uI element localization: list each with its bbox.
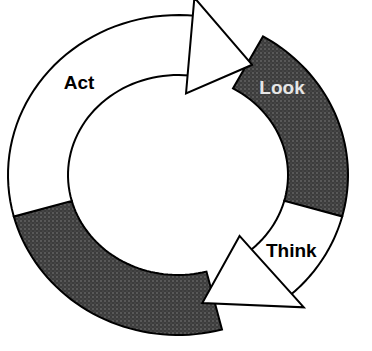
cycle-step: Think <box>262 239 321 264</box>
white-arrow-body <box>8 15 196 216</box>
step-label: Act <box>64 73 95 94</box>
step-label: Look <box>259 78 304 99</box>
dark-band <box>14 201 222 335</box>
cycle-step: Act <box>60 71 99 96</box>
step-label: Think <box>266 241 317 262</box>
cycle-step: Look <box>255 76 308 101</box>
arrow-head <box>186 0 252 93</box>
